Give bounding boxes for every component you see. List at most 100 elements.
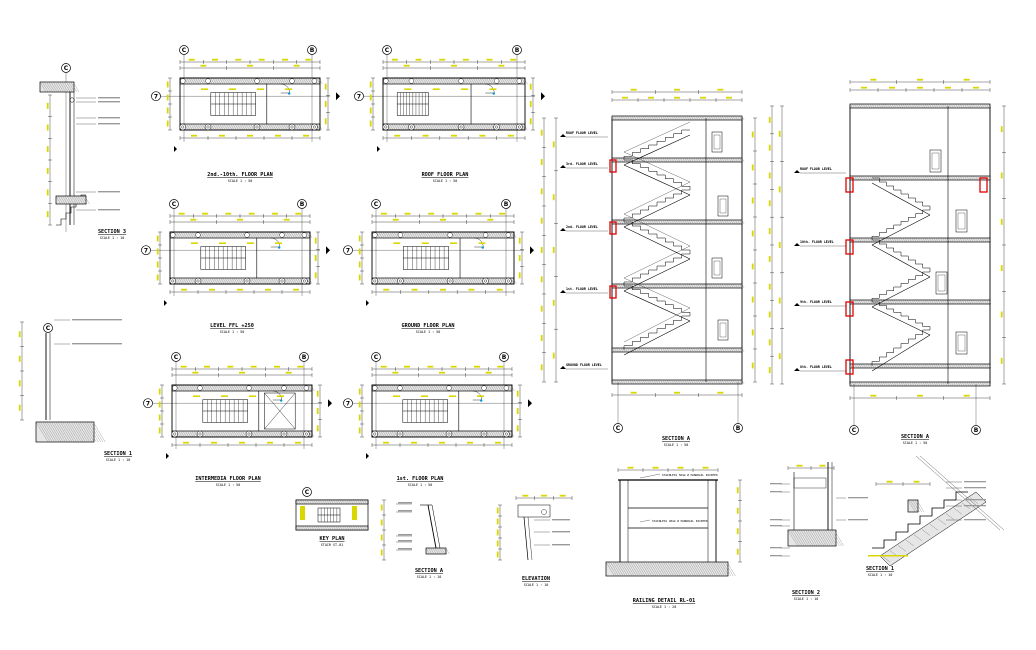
- plan-1st-floor-wall-bottom: [371, 430, 515, 438]
- plan-scale-ground: SCALE 1 : 50: [416, 330, 441, 334]
- section-a1-slab: [611, 115, 745, 121]
- section-1-left-title: SECTION 1: [104, 451, 132, 457]
- plan-intermedia-floor-grid-b: B: [299, 352, 309, 362]
- section-a2-slab: [849, 381, 992, 387]
- section-a2-grid-c: C: [849, 425, 859, 435]
- railing-detail-title: RAILING DETAIL RL-01: [633, 598, 695, 604]
- level-label-r2: 9th. FLOOR LEVEL: [800, 300, 832, 304]
- section-3-landing: [55, 195, 90, 205]
- plan-title-intermedia: INTERMEDIA FLOOR PLAN: [195, 476, 261, 482]
- section-a2-stair-flight: [871, 271, 931, 308]
- section-a2-slab: [849, 363, 992, 369]
- plan-scale-2nd-10th: SCALE 1 : 50: [228, 179, 253, 183]
- svg-text:C: C: [174, 354, 179, 361]
- plan-2nd-10th-floor-wall-bottom: [179, 123, 323, 131]
- section-a1-grid-c: C: [613, 423, 623, 433]
- section-3-drawing: [39, 73, 120, 232]
- plan-1st-floor-grid-7: 7: [343, 398, 353, 409]
- section-a2-stair-flight: [871, 209, 931, 246]
- plan-level-ffl-250-grid-7: 7: [141, 245, 151, 256]
- svg-text:7: 7: [357, 93, 361, 100]
- section-a1-slab: [611, 219, 745, 225]
- svg-text:7: 7: [346, 247, 350, 254]
- section-a2-slab: [849, 237, 992, 243]
- section-1-left-scale: SCALE 1 : 10: [106, 458, 131, 462]
- railing-note-mid: STAINLESS 40mm Ø HANDRAIL PAINTED: [652, 518, 708, 523]
- key-plan-title: KEY PLAN: [320, 536, 345, 542]
- plan-roof-floor-grid-c: C: [382, 45, 392, 55]
- plan-title-2nd-10th: 2nd.-10th. FLOOR PLAN: [207, 172, 273, 178]
- plan-intermedia-floor-grid-7: 7: [143, 398, 153, 409]
- level-label-r1: 10th. FLOOR LEVEL: [800, 240, 834, 244]
- svg-text:B: B: [504, 201, 509, 208]
- section-a1-stair-flight: [623, 245, 691, 292]
- plan-roof-floor: [364, 55, 545, 152]
- section-a2-stair-flight: [871, 329, 931, 372]
- plan-title-level: LEVEL FFL +250: [210, 323, 254, 329]
- key-plan-wall-top: [295, 499, 369, 505]
- svg-text:C: C: [374, 354, 379, 361]
- plan-scale-roof: SCALE 1 : 50: [433, 179, 458, 183]
- plan-2nd-10th-floor-grid-7: 7: [151, 91, 161, 102]
- level-label-r0: ROOF FLOOR LEVEL: [800, 167, 832, 171]
- section-a-small-title: SECTION A: [415, 568, 444, 574]
- plan-level-ffl-250-wall-top: [169, 231, 313, 239]
- plan-2nd-10th-floor-grid-c: C: [179, 45, 189, 55]
- section-a2-stair-flight: [871, 177, 931, 216]
- section-a2-grid-b: B: [971, 425, 981, 435]
- svg-text:C: C: [64, 65, 69, 72]
- plan-1st-floor-wall-top: [371, 384, 515, 392]
- section-1-left-drawing: [18, 319, 122, 443]
- level-label-l0: ROOF FLOOR LEVEL: [566, 131, 598, 135]
- elevation-drawing: [496, 494, 573, 561]
- section-a2-stair-flight: [871, 301, 931, 336]
- section-a2-slab: [849, 103, 992, 109]
- key-plan-grid-c: C: [302, 487, 312, 497]
- section-1-right-scale: SCALE 1 : 10: [868, 573, 893, 577]
- svg-text:B: B: [515, 47, 520, 54]
- svg-text:C: C: [385, 47, 390, 54]
- plan-scale-level: SCALE 1 : 50: [220, 330, 245, 334]
- svg-text:C: C: [305, 489, 310, 496]
- plan-intermedia-floor: [153, 362, 332, 459]
- plan-intermedia-floor-wall-top: [171, 384, 315, 392]
- section-a-small-base: [425, 547, 450, 555]
- plan-title-ground: GROUND FLOOR PLAN: [401, 323, 454, 329]
- svg-text:7: 7: [144, 247, 148, 254]
- plan-level-ffl-250-grid-b: B: [297, 199, 307, 209]
- section-a1-slab: [611, 347, 745, 353]
- svg-text:B: B: [300, 201, 305, 208]
- svg-text:C: C: [172, 201, 177, 208]
- plan-1st-floor: [353, 362, 532, 459]
- svg-text:7: 7: [154, 93, 158, 100]
- section-3-slab-top: [39, 81, 80, 93]
- section-2-scale: SCALE 1 : 10: [794, 597, 819, 601]
- section-3-grid-c: C: [61, 63, 71, 73]
- plan-ground-floor-wall-bottom: [371, 277, 517, 285]
- svg-text:C: C: [374, 201, 379, 208]
- key-plan-wall-bottom: [295, 525, 369, 531]
- svg-text:C: C: [182, 47, 187, 54]
- svg-text:7: 7: [346, 400, 350, 407]
- section-a2-title: SECTION A: [901, 434, 930, 440]
- section-1-left-base: [35, 421, 106, 443]
- plan-title-roof: ROOF FLOOR PLAN: [422, 172, 469, 178]
- plan-level-ffl-250-grid-c: C: [169, 199, 179, 209]
- plan-ground-floor-grid-b: B: [501, 199, 511, 209]
- level-label-l4: GROUND FLOOR LEVEL: [566, 363, 602, 367]
- railing-note-top: STAINLESS 50mm Ø HANDRAIL PAINTED: [662, 472, 718, 477]
- section-a2-scale: SCALE 1 : 50: [903, 441, 928, 445]
- svg-text:C: C: [852, 427, 857, 434]
- section-2-base: [787, 529, 844, 547]
- level-label-r3: 8th. FLOOR LEVEL: [800, 365, 832, 369]
- key-plan-drawing: [295, 499, 369, 531]
- plan-2nd-10th-floor-wall-top: [179, 77, 323, 85]
- svg-text:B: B: [302, 354, 307, 361]
- section-a1-stair-flight: [623, 277, 691, 322]
- plan-ground-floor-grid-c: C: [371, 199, 381, 209]
- section-1-right-title: SECTION 1: [866, 566, 894, 572]
- svg-text:C: C: [616, 425, 621, 432]
- section-1-left-grid-c: C: [43, 323, 53, 333]
